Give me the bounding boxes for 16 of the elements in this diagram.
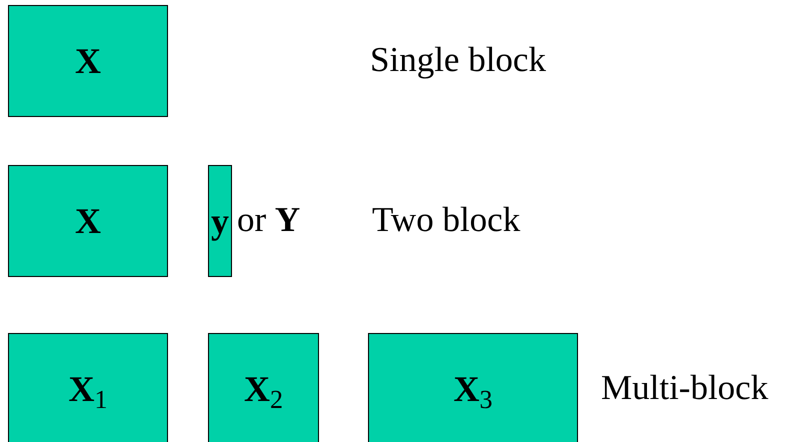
matrix-symbol: X bbox=[75, 43, 101, 79]
block-box bbox=[368, 333, 578, 442]
block-box bbox=[8, 333, 168, 442]
matrix-symbol: X$_{1}$ bbox=[68, 371, 108, 407]
block-label: or Y bbox=[237, 202, 300, 237]
block-box bbox=[8, 165, 168, 277]
matrix-symbol: X bbox=[75, 203, 101, 239]
matrix-symbol: X$_{3}$ bbox=[454, 371, 492, 407]
matrix-symbol: y bbox=[211, 203, 229, 239]
block-label: Two block bbox=[372, 202, 520, 237]
block-label: Single block bbox=[370, 42, 546, 77]
block-box bbox=[208, 165, 232, 277]
block-label: Multi-block bbox=[601, 370, 768, 405]
block-box bbox=[8, 5, 168, 117]
matrix-symbol: X$_{2}$ bbox=[244, 371, 283, 407]
block-box bbox=[208, 333, 319, 442]
